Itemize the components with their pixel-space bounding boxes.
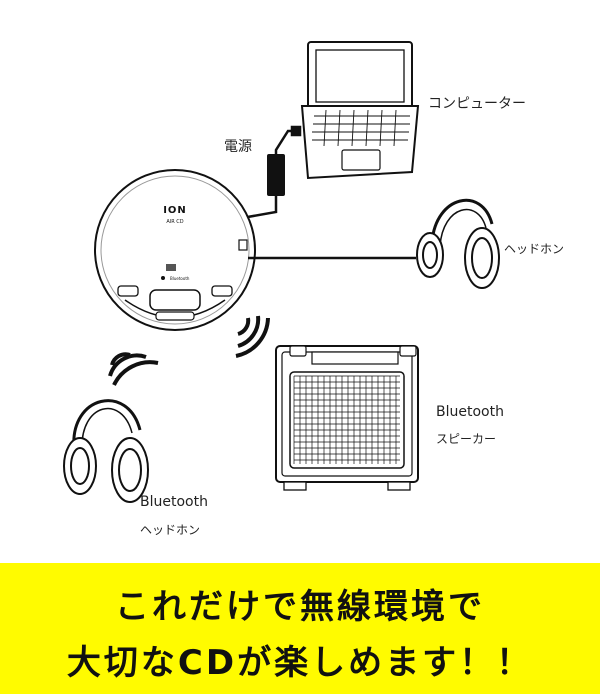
- bt-headphones-label-line1: Bluetooth: [140, 494, 208, 510]
- banner-line-2: 大切なCDが楽しめます！！: [66, 643, 534, 683]
- device-bluetooth-label: Bluetooth: [170, 276, 190, 281]
- usb-cable: [274, 125, 302, 156]
- bluetooth-headphones-icon: [63, 399, 149, 503]
- power-cable: [241, 196, 278, 220]
- speaker-label-line2: スピーカー: [436, 432, 497, 446]
- banner-line-1: これだけで無線環境で: [115, 587, 485, 627]
- power-adapter: [267, 154, 285, 196]
- speaker-grille: [293, 375, 400, 464]
- power-label: 電源: [224, 139, 252, 155]
- headphones-label: ヘッドホン: [504, 242, 565, 256]
- device-brand: ION: [163, 205, 187, 216]
- wireless-signal-icon: [108, 352, 159, 386]
- connection-diagram: ION AIR CD Bluetooth: [63, 41, 500, 503]
- laptop-illustration: [300, 41, 420, 180]
- computer-label: コンピューター: [428, 96, 526, 112]
- bt-headphones-label-line2: ヘッドホン: [140, 523, 201, 537]
- speaker-label-line1: Bluetooth: [436, 404, 504, 420]
- headphones-icon: [416, 198, 500, 289]
- promo-banner: これだけで無線環境で 大切なCDが楽しめます！！: [0, 563, 600, 694]
- wireless-signal-icon: [235, 315, 270, 358]
- device-model: AIR CD: [166, 219, 183, 225]
- cd-player-illustration: [94, 169, 256, 331]
